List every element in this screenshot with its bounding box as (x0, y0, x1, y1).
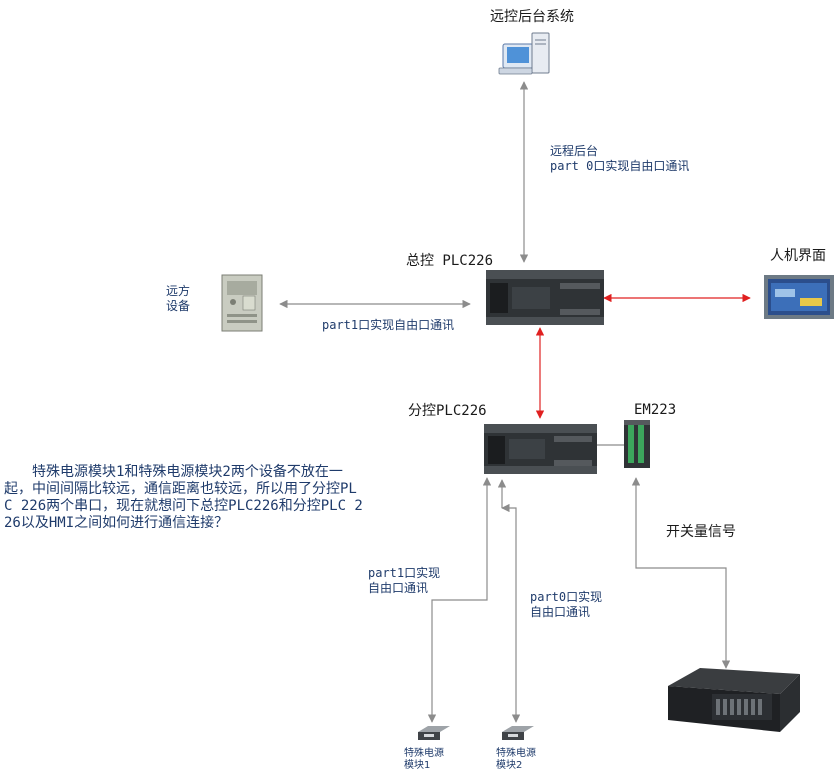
sub-plc-label: 分控PLC226 (408, 403, 487, 419)
module1-label: 特殊电源 模块1 (404, 748, 444, 771)
remote-device-label: 远方 设备 (166, 284, 191, 313)
link-sub-to-module1 (427, 477, 492, 723)
part0-module-label: part0口实现 自由口通讯 (530, 590, 603, 619)
module2-icon (502, 726, 534, 740)
hmi-icon (764, 275, 834, 319)
module2-label: 特殊电源 模块2 (496, 748, 536, 771)
switch-signal-label: 开关量信号 (666, 524, 736, 540)
device-link-label: part1口实现自由口通讯 (322, 318, 455, 332)
remote-system-label: 远控后台系统 (490, 9, 574, 25)
em223-label: EM223 (634, 402, 677, 418)
hmi-label: 人机界面 (770, 248, 826, 264)
part1-module-label: part1口实现 自由口通讯 (368, 566, 441, 595)
plc-main-icon (486, 270, 604, 325)
module1-icon (418, 726, 450, 740)
cabinet-icon (221, 274, 263, 332)
remote-backend-label: 远程后台 part 0口实现自由口通讯 (550, 144, 690, 173)
link-em223-to-switch-rack (631, 477, 731, 669)
link-sub-to-module2 (501, 503, 521, 723)
computer-icon (498, 32, 550, 75)
description-text: 特殊电源模块1和特殊电源模块2两个设备不放在一起，中间间隔比较远，通信距离也较远… (4, 464, 363, 531)
rack-icon (668, 668, 800, 732)
em223-module-icon (624, 420, 650, 468)
main-plc-label: 总控 PLC226 (406, 253, 494, 269)
plc-sub-icon (484, 424, 597, 474)
